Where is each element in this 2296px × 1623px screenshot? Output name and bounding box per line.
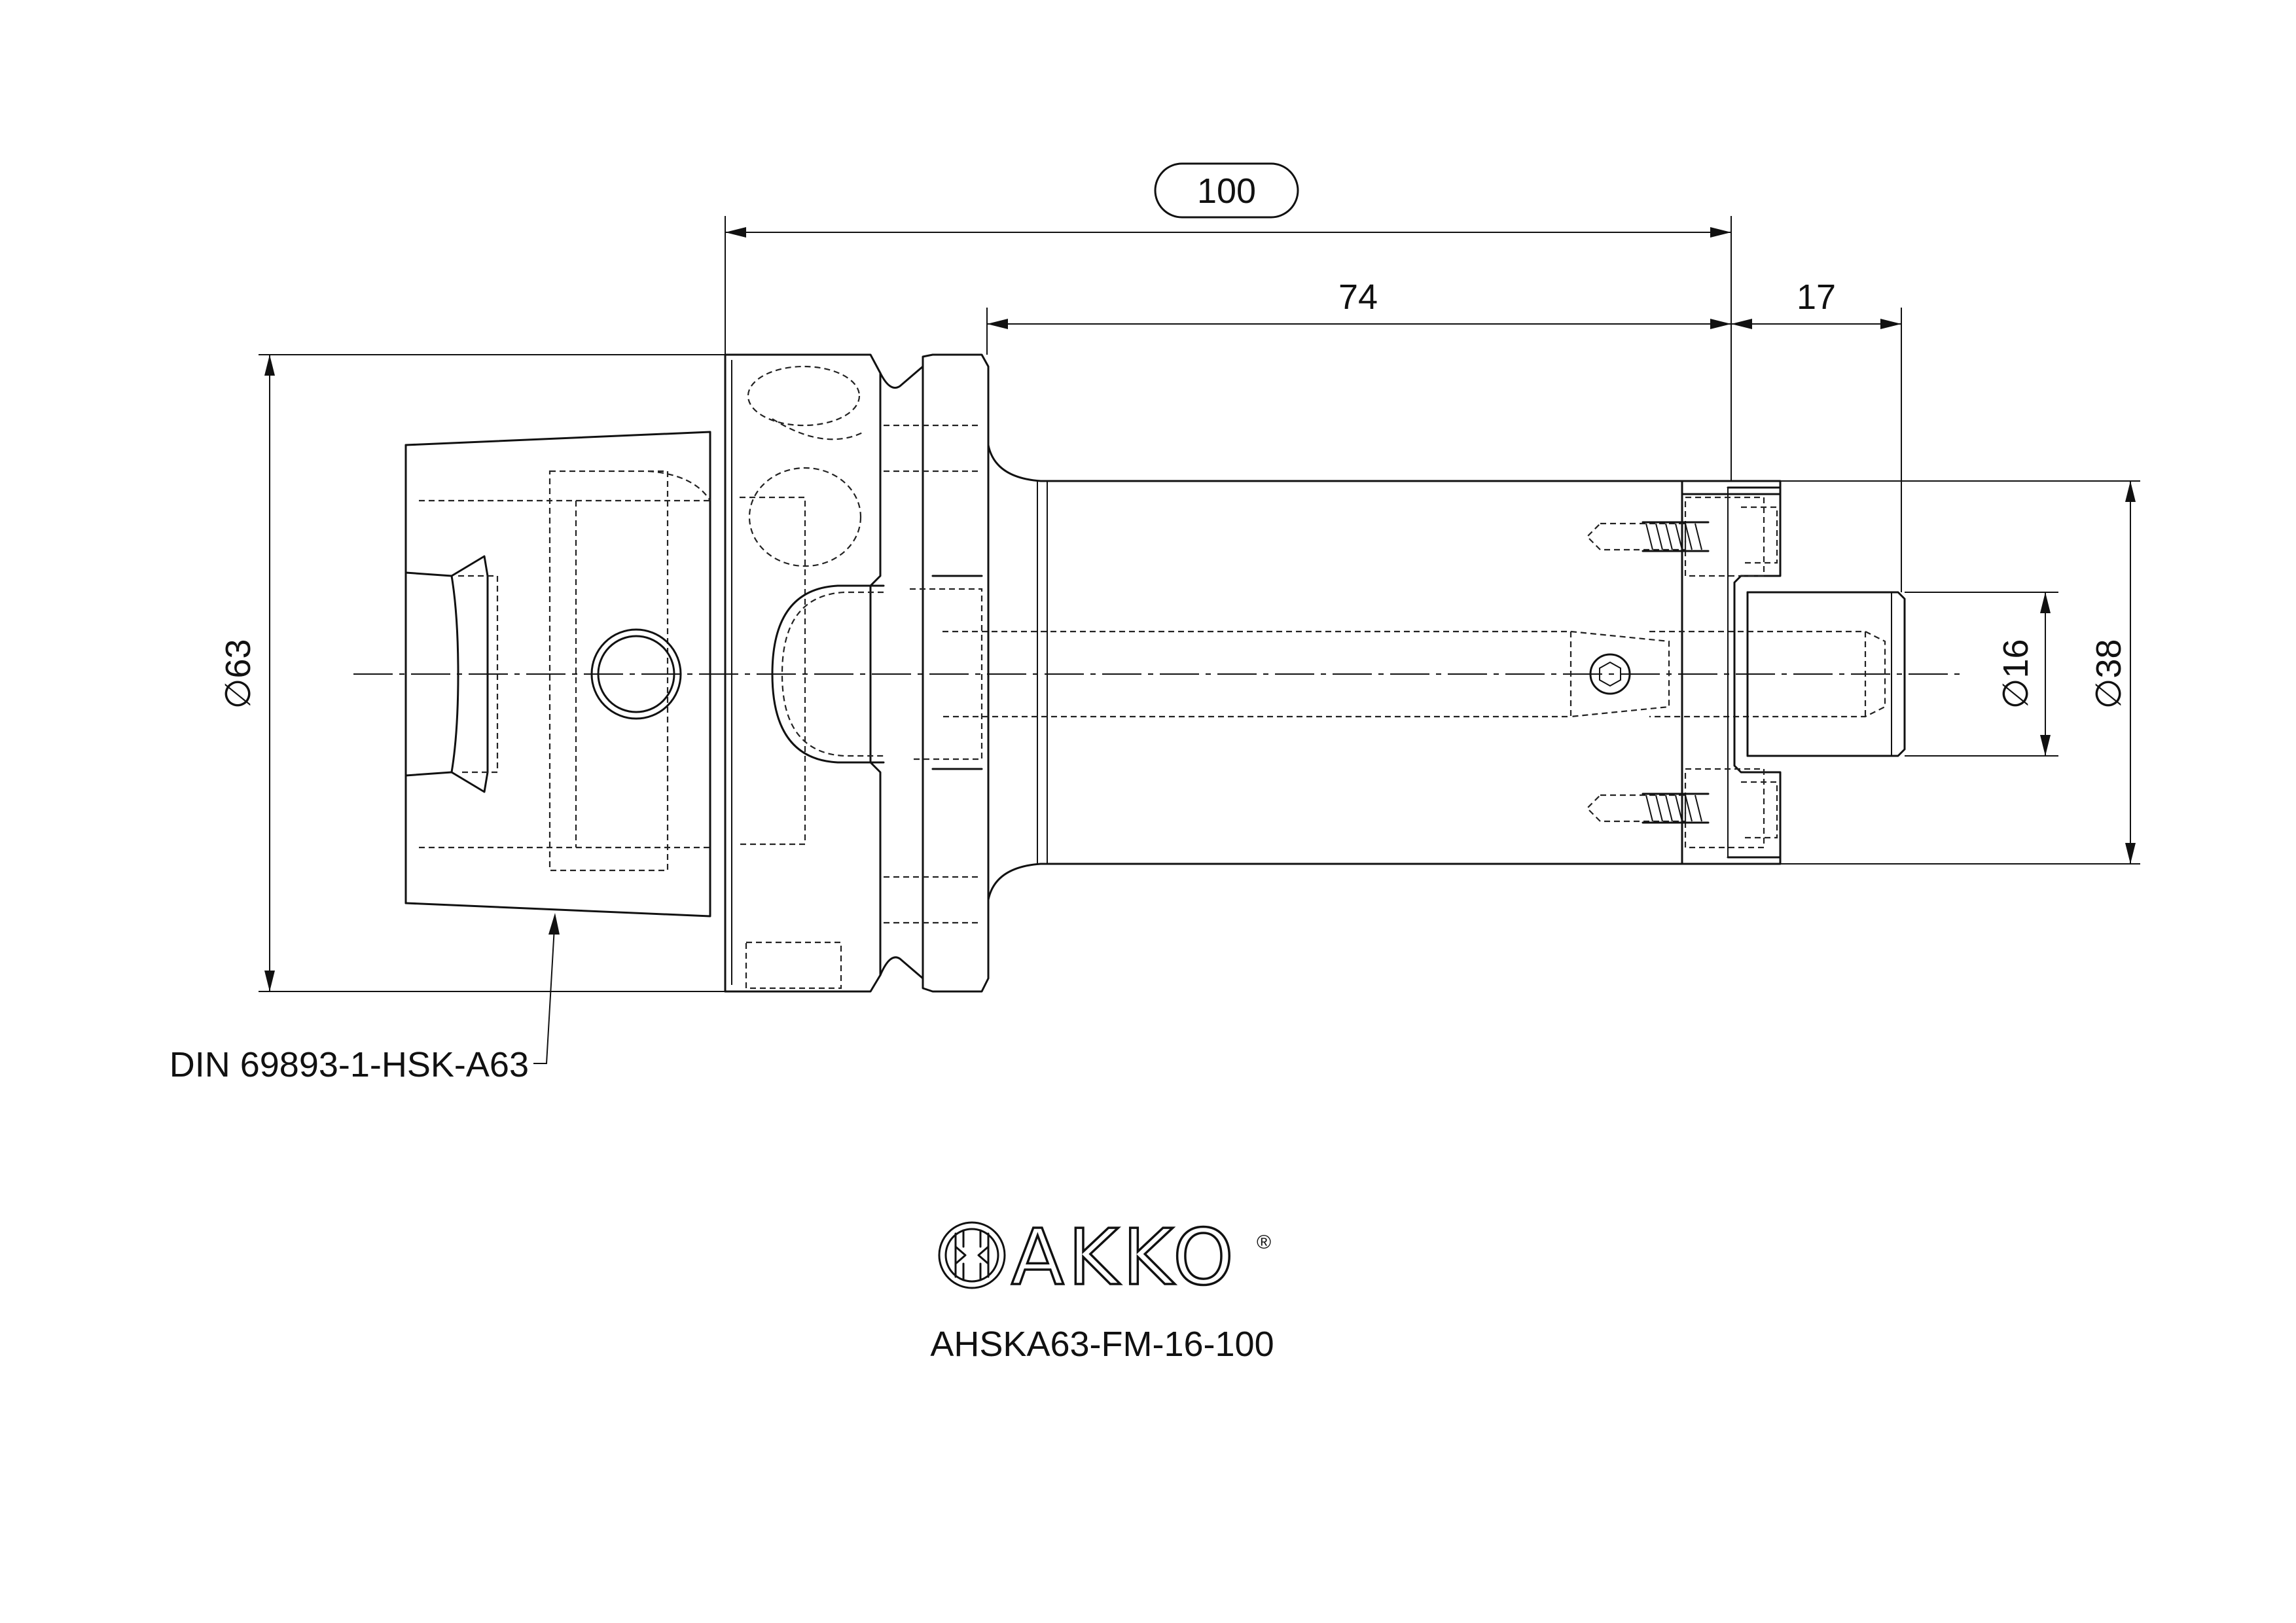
dimension-pilot-diameter: ∅16: [1905, 592, 2058, 757]
dimension-overall-length: 100: [725, 162, 1732, 481]
akko-logo: AKKO ®: [938, 1211, 1271, 1304]
part-number: AHSKA63-FM-16-100: [930, 1325, 1274, 1364]
face-end: [1586, 480, 1782, 865]
registered-mark: ®: [1257, 1232, 1271, 1253]
dimension-flange-diameter: ∅63: [219, 354, 725, 992]
coolant-hole: [590, 628, 682, 720]
hsk-taper: [404, 431, 711, 918]
dim-16-label: ∅16: [1996, 639, 2036, 709]
shank-body: [942, 444, 1886, 901]
pilot: [1746, 591, 1906, 757]
dim-38-label: ∅38: [2089, 639, 2128, 709]
dim-63-label: ∅63: [219, 639, 258, 709]
standard-callout-label: DIN 69893-1-HSK-A63: [170, 1045, 529, 1084]
dimension-body-diameter: ∅38: [1780, 480, 2140, 865]
dimension-shank-length: 74: [986, 277, 1731, 355]
dim-100-label: 100: [1197, 171, 1256, 211]
dim-17-label: 17: [1797, 277, 1836, 317]
dimension-pilot-length: 17: [1731, 277, 1902, 592]
standard-callout: DIN 69893-1-HSK-A63: [170, 913, 560, 1084]
dim-74-label: 74: [1338, 277, 1378, 317]
set-screw: [1589, 653, 1631, 695]
flange: [724, 353, 990, 993]
akko-emblem-icon: [938, 1221, 1006, 1289]
brand-name: AKKO: [1011, 1212, 1238, 1302]
